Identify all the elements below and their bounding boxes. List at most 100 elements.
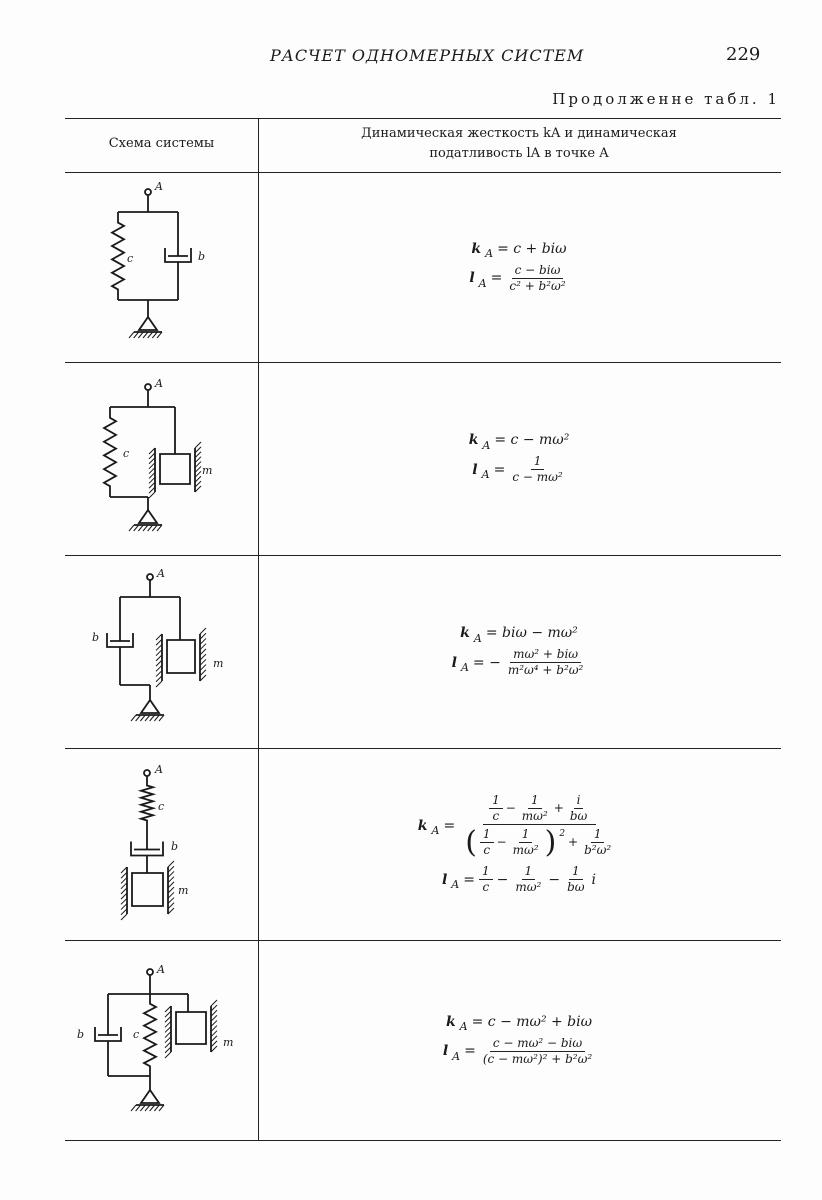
spring-icon [102, 407, 118, 497]
guide-wall [170, 1006, 212, 1052]
scheme-damper-spring-mass-parallel: A b c m [77, 963, 233, 1112]
wall-hatching [120, 860, 175, 921]
spring-icon [110, 212, 126, 300]
ground-support-icon [130, 1088, 165, 1112]
row-rule [65, 555, 781, 556]
header-rule [65, 172, 781, 173]
damper-body [94, 994, 122, 1076]
scheme-spring-damper-parallel: A c b [110, 180, 205, 339]
mass-label: m [223, 1036, 233, 1049]
mass-label: m [213, 657, 223, 670]
row-rule [65, 940, 781, 941]
mass-icon [155, 627, 207, 688]
spring-label: c [123, 447, 129, 460]
ground-hatching [128, 331, 163, 339]
running-title: РАСЧЕТ ОДНОМЕРНЫХ СИСТЕМ [270, 46, 585, 65]
damper-body [130, 826, 164, 873]
wall-hatching [155, 627, 207, 688]
column-divider [258, 118, 259, 1140]
column-header-scheme: Схема системы [108, 136, 215, 151]
damper-body [106, 597, 134, 685]
row-rule [65, 362, 781, 363]
damper-label: b [77, 1028, 84, 1041]
point-a-label: A [154, 180, 163, 193]
damper-label: b [171, 840, 178, 853]
table-continuation-label: Продолженне табл. 1 [552, 90, 780, 108]
point-a-label: A [156, 567, 165, 580]
spring-label: c [127, 252, 133, 265]
damper-icon [130, 826, 164, 873]
damper-icon [164, 212, 192, 300]
mass-block [175, 1011, 207, 1045]
damper-icon [106, 597, 134, 685]
spring-coil [137, 780, 157, 826]
mass-label: m [178, 884, 188, 897]
table-bottom-rule [65, 1140, 781, 1141]
support-triangle [136, 698, 164, 716]
point-a-label: A [156, 963, 165, 976]
ground-hatching [130, 714, 165, 722]
damper-icon [94, 994, 122, 1076]
spring-label: c [158, 800, 164, 813]
spring-icon [137, 780, 157, 826]
spring-coil [102, 407, 118, 497]
wall-hatching [164, 999, 218, 1059]
scheme-spring-mass: A c m [102, 377, 212, 532]
damper-label: b [92, 631, 99, 644]
support-triangle [136, 1088, 164, 1106]
spring-label: c [133, 1028, 139, 1041]
mass-block [166, 639, 196, 674]
support-triangle [134, 315, 162, 333]
guide-wall [154, 448, 196, 492]
scheme-damper-mass: A b m [92, 567, 223, 722]
ground-hatching [128, 524, 163, 532]
spring-coil [142, 994, 158, 1076]
guide-wall [161, 634, 201, 681]
table-top-rule [65, 118, 781, 119]
damper-label: b [198, 250, 205, 263]
ground-support-icon [128, 508, 163, 532]
ground-hatching [130, 1104, 165, 1112]
mass-block [131, 872, 164, 907]
column-header-formulas: Динамическая жесткость kA и динамическая… [258, 124, 780, 164]
support-triangle [134, 508, 162, 526]
header-line: податливость lA в точке A [429, 146, 609, 161]
page-number: 229 [726, 44, 761, 65]
damper-body [164, 212, 192, 300]
guide-wall [126, 867, 169, 914]
wall-hatching [148, 441, 202, 499]
mass-icon [120, 860, 175, 921]
header-line: Динамическая жесткость kA и динамическая [361, 126, 677, 141]
mass-icon [148, 441, 202, 499]
mass-label: m [202, 464, 212, 477]
point-a-label: A [154, 377, 163, 390]
mass-block [159, 453, 191, 485]
spring-icon [142, 994, 158, 1076]
ground-support-icon [130, 698, 165, 722]
ground-support-icon [128, 315, 163, 339]
scheme-series-spring-damper-mass: A c b m [120, 763, 188, 921]
row-rule [65, 748, 781, 749]
mass-icon [164, 999, 218, 1059]
spring-coil [110, 212, 126, 300]
